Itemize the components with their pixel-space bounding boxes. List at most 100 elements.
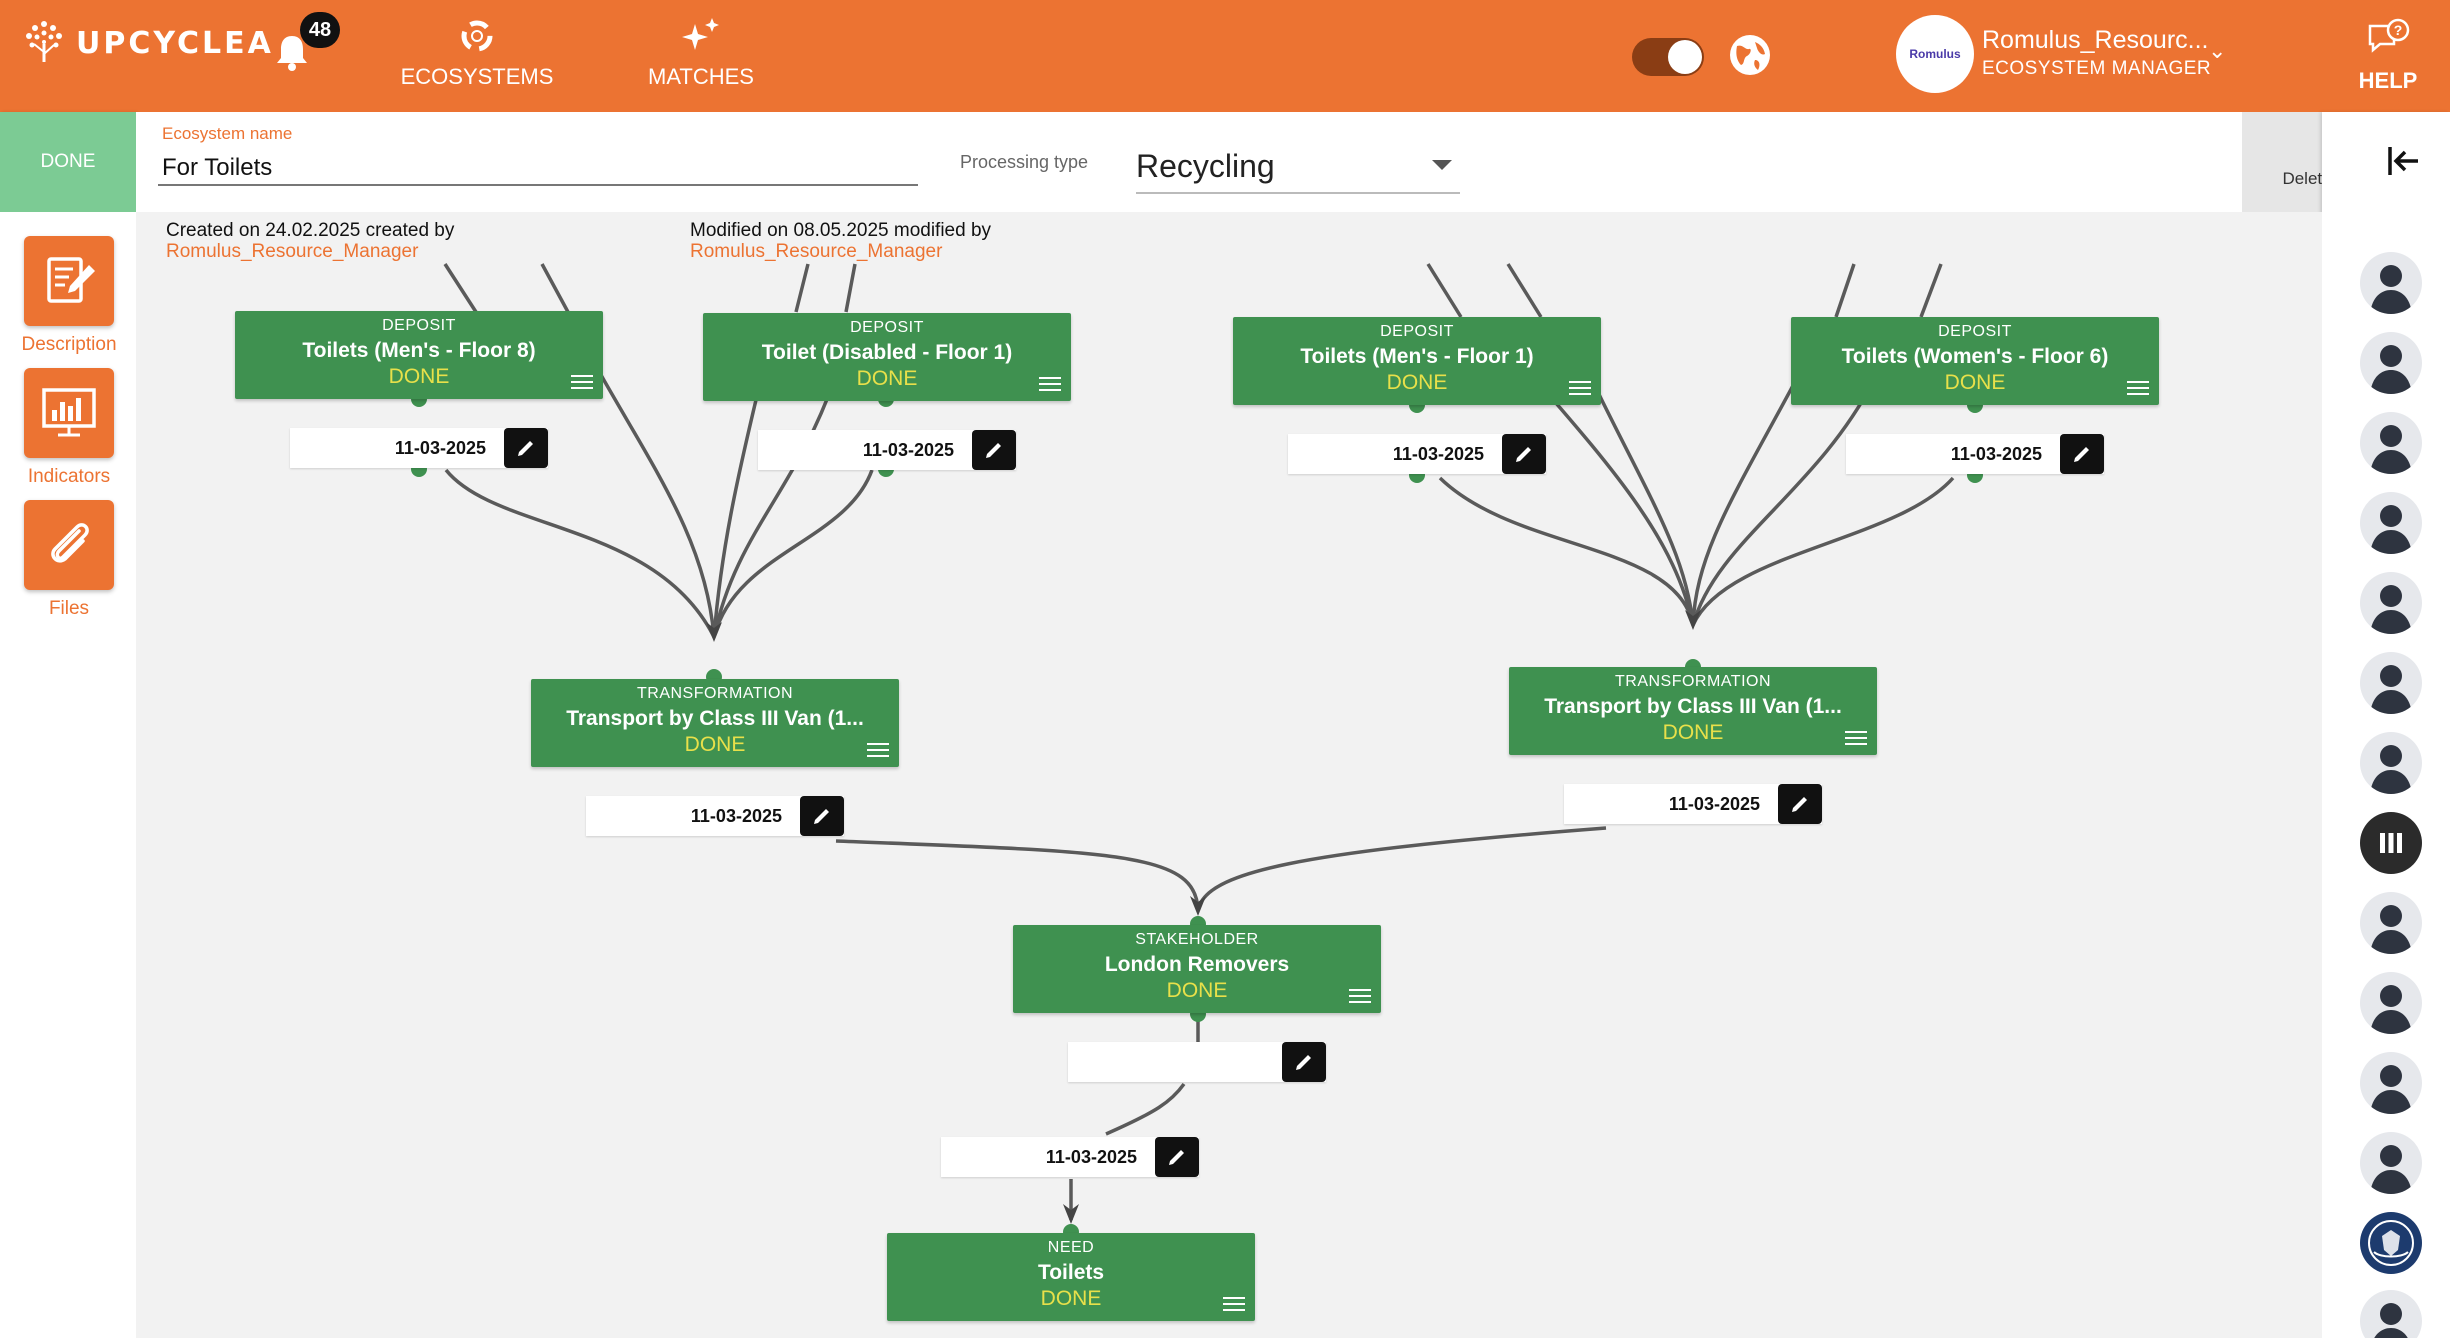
tool-description[interactable]: Description xyxy=(14,236,124,356)
help-button[interactable]: ? HELP xyxy=(2355,18,2421,94)
created-info: Created on 24.02.2025 created by Romulus… xyxy=(166,220,454,262)
mode-toggle[interactable] xyxy=(1632,38,1704,76)
node-deposit-d2[interactable]: DEPOSIT Toilet (Disabled - Floor 1) DONE xyxy=(703,313,1071,401)
node-type: DEPOSIT xyxy=(382,317,456,334)
node-title: Toilets (Men's - Floor 1) xyxy=(1300,345,1534,368)
node-deposit-d1[interactable]: DEPOSIT Toilets (Men's - Floor 8) DONE xyxy=(235,311,603,399)
edit-pencil-icon[interactable] xyxy=(2060,434,2104,474)
participants-menu-icon[interactable] xyxy=(2360,812,2422,874)
node-type: STAKEHOLDER xyxy=(1135,931,1259,948)
participant-crest-avatar[interactable] xyxy=(2360,1212,2422,1274)
node-type: DEPOSIT xyxy=(1938,323,2012,340)
created-by-user[interactable]: Romulus_Resource_Manager xyxy=(166,241,419,262)
participant-avatar-icon[interactable] xyxy=(2360,1132,2422,1194)
nav-matches[interactable]: MATCHES xyxy=(644,16,758,90)
ecosystem-name-input[interactable] xyxy=(158,152,918,186)
edge-date-text: 11-03-2025 xyxy=(1045,1147,1137,1167)
node-type: DEPOSIT xyxy=(1380,323,1454,340)
node-deposit-d4[interactable]: DEPOSIT Toilets (Women's - Floor 6) DONE xyxy=(1791,317,2159,405)
node-title: Transport by Class III Van (1... xyxy=(1544,695,1842,718)
edge-date-t1: 11-03-2025 xyxy=(586,796,844,836)
user-name[interactable]: Romulus_Resourc... xyxy=(1982,26,2209,54)
hamburger-menu-icon[interactable] xyxy=(571,375,593,389)
node-status: DONE xyxy=(1040,1287,1102,1310)
participant-avatar-icon[interactable] xyxy=(2360,412,2422,474)
modified-info: Modified on 08.05.2025 modified by Romul… xyxy=(690,220,991,262)
ecosystem-flow-canvas[interactable]: Created on 24.02.2025 created by Romulus… xyxy=(136,212,2322,1338)
tool-indicators[interactable]: Indicators xyxy=(14,368,124,488)
edit-pencil-icon[interactable] xyxy=(1282,1042,1326,1082)
hamburger-menu-icon[interactable] xyxy=(1223,1297,1245,1311)
hamburger-menu-icon[interactable] xyxy=(2127,381,2149,395)
participant-avatar-icon[interactable] xyxy=(2360,1052,2422,1114)
svg-text:?: ? xyxy=(2394,22,2403,38)
indicators-tool-button[interactable] xyxy=(24,368,114,458)
node-title: London Removers xyxy=(1104,953,1290,976)
edge-date-s1 xyxy=(1068,1042,1326,1082)
user-role: ECOSYSTEM MANAGER xyxy=(1982,58,2212,79)
files-label: Files xyxy=(48,598,90,619)
participant-avatar-icon[interactable] xyxy=(2360,892,2422,954)
participant-avatar-icon[interactable] xyxy=(2360,1290,2422,1338)
edit-pencil-icon[interactable] xyxy=(504,428,548,468)
caret-down-icon xyxy=(1432,160,1452,170)
logo-text: UPCYCLEA xyxy=(76,25,274,61)
ecosystem-header: Ecosystem name Processing type Recycling… xyxy=(136,112,2450,212)
files-tool-button[interactable] xyxy=(24,500,114,590)
chevron-down-icon[interactable]: ⌄ xyxy=(2208,38,2227,63)
node-stakeholder-s1[interactable]: STAKEHOLDER London Removers DONE xyxy=(1013,925,1381,1013)
node-type: TRANSFORMATION xyxy=(1614,673,1772,690)
edge-date-text: 11-03-2025 xyxy=(690,806,782,826)
created-text: Created on 24.02.2025 created by xyxy=(166,220,455,241)
upcyclea-logo[interactable]: UPCYCLEA xyxy=(22,18,274,68)
edge-date-d2: 11-03-2025 xyxy=(758,430,1016,470)
description-icon xyxy=(47,257,95,303)
node-status: DONE xyxy=(388,365,450,388)
paperclip-icon xyxy=(51,523,89,563)
top-bar: UPCYCLEA 48 ECOSYSTEMS MATCHES xyxy=(0,0,2450,112)
edit-pencil-icon[interactable] xyxy=(1155,1137,1199,1177)
participant-avatar-icon[interactable] xyxy=(2360,572,2422,634)
node-transformation-t2[interactable]: TRANSFORMATION Transport by Class III Va… xyxy=(1509,667,1877,755)
edge-date-text: 11-03-2025 xyxy=(1392,444,1484,464)
modified-by-user[interactable]: Romulus_Resource_Manager xyxy=(690,241,943,262)
participant-avatar-icon[interactable] xyxy=(2360,252,2422,314)
participant-avatar-icon[interactable] xyxy=(2360,652,2422,714)
description-label: Description xyxy=(21,334,117,355)
edge-date-s2: 11-03-2025 xyxy=(941,1137,1199,1177)
hamburger-menu-icon[interactable] xyxy=(1349,989,1371,1003)
participant-avatar-icon[interactable] xyxy=(2360,332,2422,394)
globe-icon[interactable] xyxy=(1727,32,1773,78)
bell-icon[interactable] xyxy=(270,30,314,74)
help-label: HELP xyxy=(2358,68,2418,93)
participant-avatar-icon[interactable] xyxy=(2360,492,2422,554)
hamburger-menu-icon[interactable] xyxy=(1569,381,1591,395)
hamburger-menu-icon[interactable] xyxy=(867,743,889,757)
node-type: NEED xyxy=(1047,1239,1095,1256)
node-need-n1[interactable]: NEED Toilets DONE xyxy=(887,1233,1255,1321)
edge-date-d3: 11-03-2025 xyxy=(1288,434,1546,474)
participant-avatar-icon[interactable] xyxy=(2360,732,2422,794)
participant-avatar-icon[interactable] xyxy=(2360,972,2422,1034)
processing-type-label: Processing type xyxy=(960,152,1089,172)
edit-pencil-icon[interactable] xyxy=(1778,784,1822,824)
hamburger-menu-icon[interactable] xyxy=(1039,377,1061,391)
edit-pencil-icon[interactable] xyxy=(972,430,1016,470)
edit-pencil-icon[interactable] xyxy=(800,796,844,836)
node-title: Toilets (Women's - Floor 6) xyxy=(1841,345,2109,368)
nav-ecosystems[interactable]: ECOSYSTEMS xyxy=(400,16,554,90)
edge-date-text: 11-03-2025 xyxy=(1950,444,2042,464)
tool-files[interactable]: Files xyxy=(14,500,124,620)
user-avatar[interactable]: Romulus xyxy=(1896,15,1974,93)
node-type: TRANSFORMATION xyxy=(636,685,794,702)
node-transformation-t1[interactable]: TRANSFORMATION Transport by Class III Va… xyxy=(531,679,899,767)
edge-date-text: 11-03-2025 xyxy=(394,438,486,458)
description-tool-button[interactable] xyxy=(24,236,114,326)
hamburger-menu-icon[interactable] xyxy=(1845,731,1867,745)
collapse-panel-icon[interactable] xyxy=(2386,144,2420,187)
node-deposit-d3[interactable]: DEPOSIT Toilets (Men's - Floor 1) DONE xyxy=(1233,317,1601,405)
edge-date-text: 11-03-2025 xyxy=(1668,794,1760,814)
processing-type-select[interactable]: Recycling xyxy=(1136,138,1460,194)
nav-matches-label: MATCHES xyxy=(648,64,754,89)
edit-pencil-icon[interactable] xyxy=(1502,434,1546,474)
